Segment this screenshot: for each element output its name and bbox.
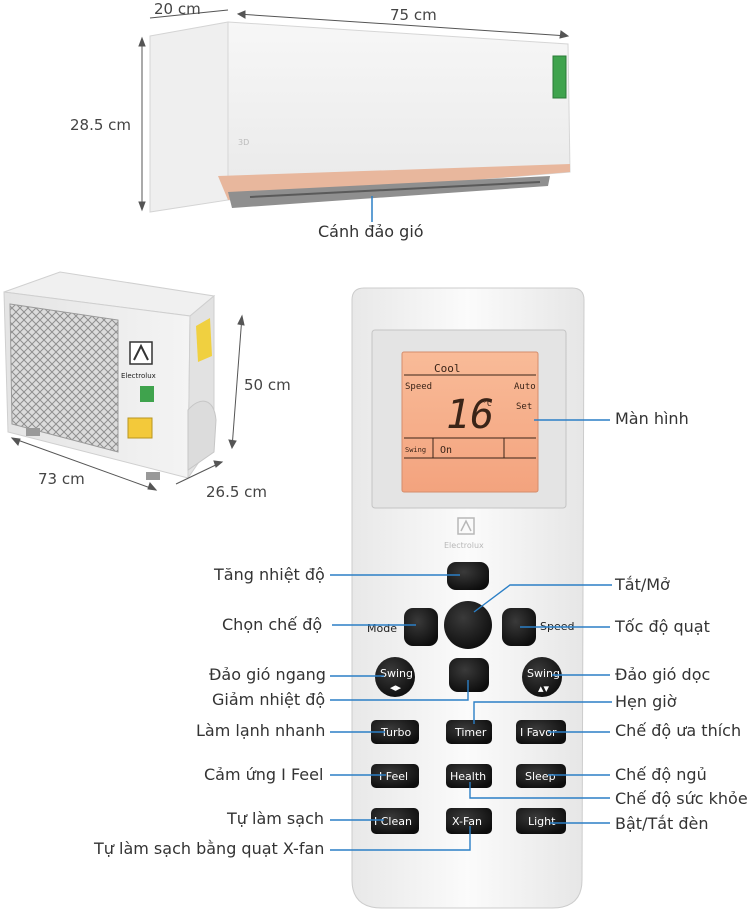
swing-horizontal-arrows-icon: ◂▸ [390,681,402,694]
sleep-button[interactable] [516,764,566,788]
ifeel-button-label: I Feel [379,770,408,783]
lcd-set: Set [516,402,532,412]
lcd-unit: °C [482,399,492,408]
remote-logo-icon [457,517,475,535]
temp-down-button[interactable] [449,658,489,692]
lcd-swing-label: Swing [405,446,426,454]
label-screen: Màn hình [615,409,689,428]
label-temp-up: Tăng nhiệt độ [214,565,325,584]
iclean-button-label: I Clean [374,815,412,828]
label-mode: Chọn chế độ [222,615,323,634]
swing-flap-label: Cánh đảo gió [318,222,424,241]
callout-lines [330,419,612,851]
outdoor-brand-text: Electrolux [121,372,156,380]
outdoor-depth-label: 26.5 cm [206,483,268,501]
indoor-dimension-lines [138,9,570,212]
energy-label-icon [552,55,567,99]
callout-xfan [330,826,471,851]
swing-horizontal-button[interactable] [375,657,415,697]
swing-right-label: Swing [527,667,560,680]
outdoor-width-label: 73 cm [38,470,85,488]
health-button[interactable] [446,764,492,788]
callout-power [473,584,612,613]
xfan-button-label: X-Fan [452,815,482,828]
sleep-button-label: Sleep [525,770,556,783]
label-favorite: Chế độ ưa thích [615,721,742,740]
remote-buttons: Mode Speed Swing ◂▸ Swing ▴▾ Turbo Timer… [367,562,574,834]
indoor-unit: 3D [149,21,571,213]
lcd-mode: Cool [434,362,461,375]
ifavor-button-label: I Favor [520,726,557,739]
health-button-label: Health [450,770,486,783]
label-swing-horizontal: Đảo gió ngang [209,665,326,684]
lcd-temperature: 16 [446,392,494,438]
label-swing-vertical: Đảo gió dọc [615,665,711,684]
swing-left-label: Swing [380,667,413,680]
label-health: Chế độ sức khỏe [615,789,748,808]
label-power: Tắt/Mở [615,575,670,594]
label-timer: Hẹn giờ [615,692,677,711]
outdoor-dimension-lines [10,314,245,491]
label-temp-down: Giảm nhiệt độ [212,690,326,709]
label-turbo: Làm lạnh nhanh [196,721,326,740]
light-button[interactable] [516,808,566,834]
label-xfan: Tự làm sạch bằng quạt X-fan [94,839,325,858]
mode-button[interactable] [404,608,438,646]
label-light: Bật/Tắt đèn [615,814,709,833]
remote-brand-text: Electrolux [444,541,484,550]
light-button-label: Light [528,815,556,828]
lcd-speed-value: Auto [514,382,536,392]
callout-timer [473,701,612,724]
label-sleep: Chế độ ngủ [615,765,707,784]
lcd-swing-value: On [440,445,452,456]
lcd-speed-label: Speed [405,382,432,392]
indoor-height-label: 28.5 cm [70,116,132,134]
swing-vertical-button[interactable] [522,657,562,697]
indoor-depth-label: 20 cm [154,0,201,18]
power-button[interactable] [444,601,492,649]
ifavor-button[interactable] [516,720,566,744]
label-ifeel: Cảm ứng I Feel [204,765,324,784]
xfan-button[interactable] [446,808,492,834]
speed-button[interactable] [502,608,536,646]
indoor-width-label: 75 cm [390,6,437,24]
label-fan-speed: Tốc độ quạt [615,617,710,636]
timer-button-label: Timer [454,726,487,739]
outdoor-height-label: 50 cm [244,376,291,394]
turbo-button-label: Turbo [380,726,412,739]
ifeel-button[interactable] [371,764,419,788]
turbo-button[interactable] [371,720,419,744]
iclean-button[interactable] [371,808,419,834]
label-iclean: Tự làm sạch [227,809,324,828]
swing-vertical-arrows-icon: ▴▾ [538,682,550,695]
callout-temp-down [330,680,469,701]
svg-text:3D: 3D [238,138,249,147]
outdoor-unit: Electrolux [3,271,217,480]
remote-control: Cool Speed Auto 16 °C Set Swing On Elect… [351,287,585,909]
temp-up-button[interactable] [447,562,489,590]
timer-button[interactable] [446,720,492,744]
callout-health [469,782,610,799]
mode-button-label: Mode [367,622,397,635]
